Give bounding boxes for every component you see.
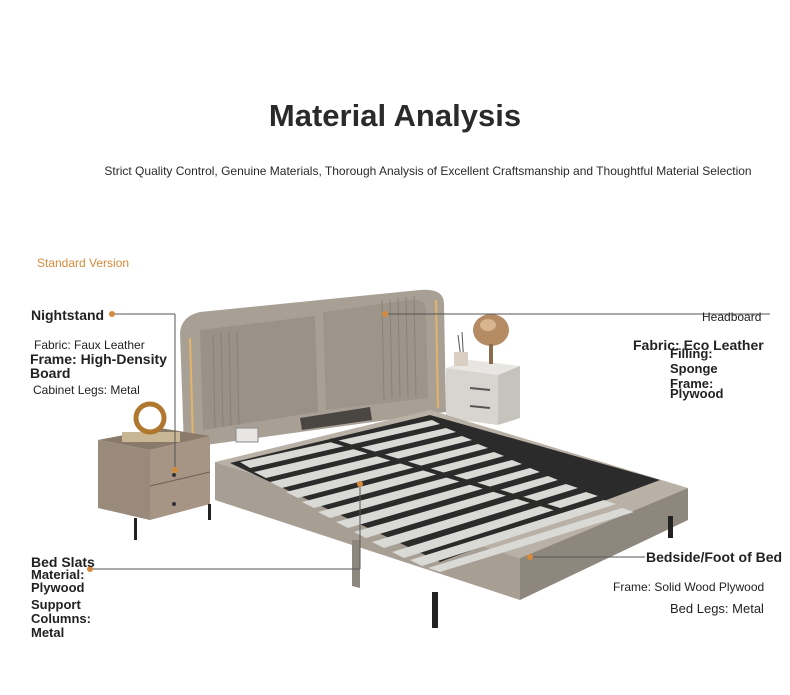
headboard-frame-1: Frame:	[670, 376, 714, 391]
slats	[240, 420, 634, 572]
slat-frame	[230, 415, 660, 572]
page-title: Material Analysis	[268, 98, 522, 133]
nightstand-frame-2: Board	[30, 365, 71, 381]
nightstand-fabric: Fabric: Faux Leather	[34, 338, 145, 352]
bed-slats-title: Bed Slats	[31, 554, 95, 570]
left-nightstand	[98, 428, 211, 540]
decor-ring	[122, 401, 180, 442]
bed-slats-material-2: Plywood	[31, 580, 85, 595]
right-nightstand	[446, 360, 520, 425]
table-lamp	[454, 314, 509, 367]
page-subtitle: Strict Quality Control, Genuine Material…	[104, 164, 752, 178]
bedside-frame: Frame: Solid Wood Plywood	[613, 580, 765, 594]
headboard-filling-1: Filling:	[670, 346, 713, 361]
nightstand-legs: Cabinet Legs: Metal	[33, 383, 140, 397]
headboard-fabric: Fabric: Eco Leather	[633, 337, 764, 353]
nightstand-title: Nightstand	[31, 307, 105, 323]
callout-lines	[90, 313, 770, 570]
bedside-title: Bedside/Foot of Bed	[646, 549, 783, 565]
bed-slats-material-1: Material:	[31, 567, 85, 582]
nightstand-frame-1: Frame: High-Density	[30, 351, 167, 367]
headboard-frame-2: Plywood	[670, 386, 724, 401]
headboard-title: Headboard	[702, 310, 762, 324]
bed-slats-support-1: Support	[31, 597, 81, 612]
bed-slats-support-3: Metal	[31, 625, 65, 640]
bed-slats-support-2: Columns:	[31, 611, 91, 626]
headboard-filling-2: Sponge	[670, 361, 718, 376]
version-label: Standard Version	[37, 256, 130, 270]
callout-dots	[87, 311, 533, 572]
bedside-legs: Bed Legs: Metal	[670, 601, 764, 616]
headboard-shape	[180, 289, 446, 448]
